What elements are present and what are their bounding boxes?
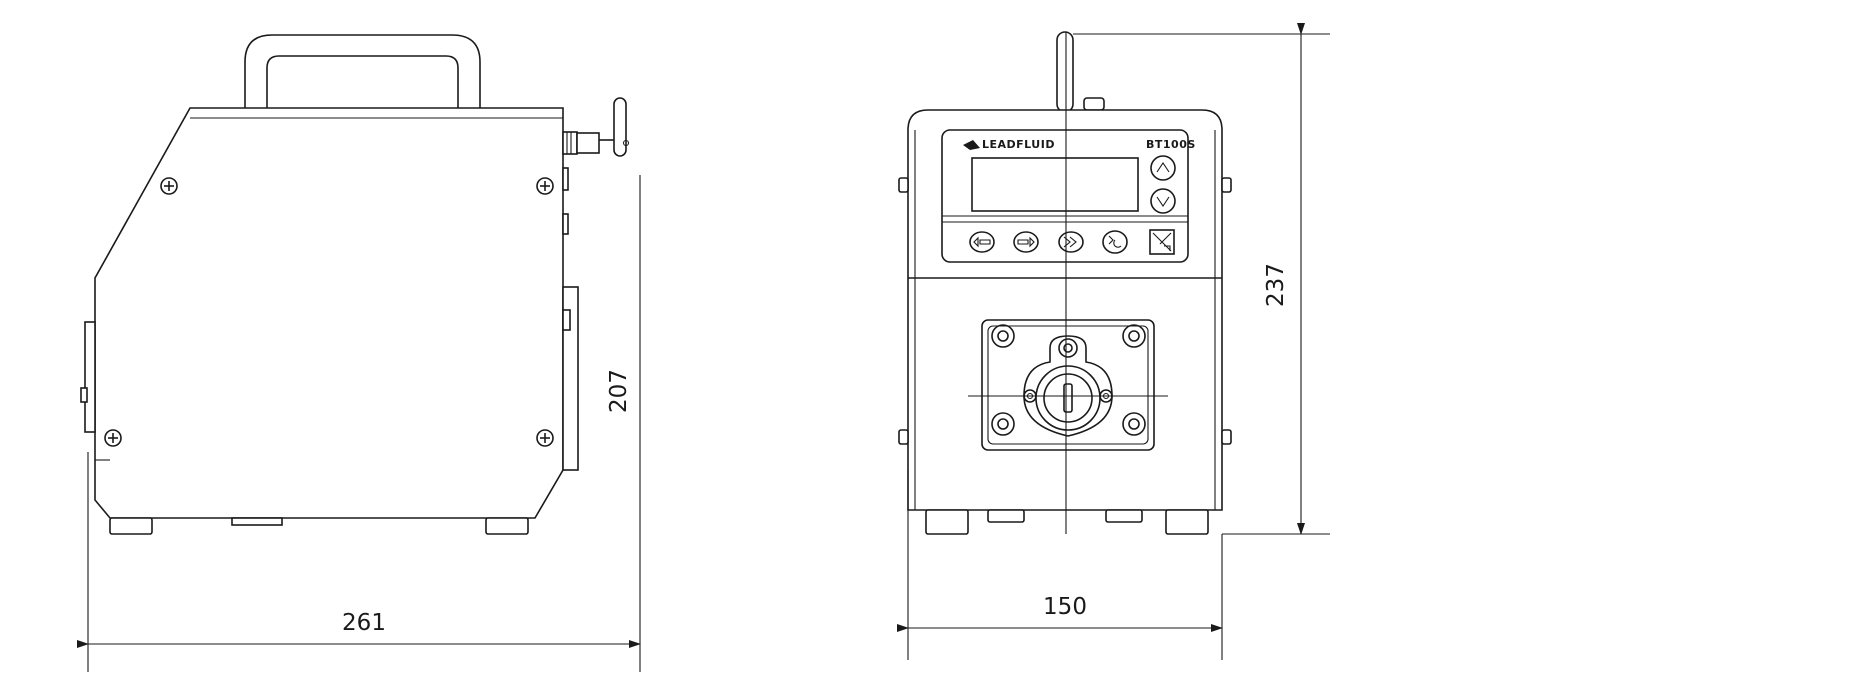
dimension-side-height: 207: [606, 369, 632, 413]
side-feet: [109, 517, 529, 535]
cw-direction-icon: [1017, 236, 1035, 248]
rear-plate: [562, 286, 579, 471]
start-stop-button[interactable]: [1102, 230, 1128, 254]
arrow-down-icon: [1156, 196, 1170, 207]
dimension-label-front-height: 237: [1263, 263, 1289, 307]
dimension-label-side-length: 261: [342, 610, 386, 636]
dimension-label-front-width: 150: [1043, 594, 1087, 620]
carry-handle: [244, 34, 481, 108]
front-feet: [925, 509, 1209, 535]
side-antenna: [562, 97, 630, 157]
prime-button[interactable]: [1149, 229, 1175, 255]
ccw-direction-icon: [973, 236, 991, 248]
pump-head: [968, 319, 1168, 451]
ccw-button[interactable]: [969, 231, 995, 253]
front-side-pins: [898, 177, 1232, 445]
dimension-side-length: 261: [77, 175, 641, 672]
arrow-up-button[interactable]: [1150, 155, 1176, 181]
control-panel: LEADFLUID BT100S: [941, 129, 1196, 263]
side-housing: [94, 107, 564, 519]
side-screws: [104, 177, 554, 447]
start-stop-icon: [1108, 235, 1122, 248]
brand-logo-icon: [963, 140, 980, 150]
cw-button[interactable]: [1013, 231, 1039, 253]
dimension-label-side-height: 207: [606, 369, 632, 413]
front-connector: [84, 321, 96, 433]
dimension-front-height: 237: [1073, 23, 1330, 535]
arrow-down-button[interactable]: [1150, 188, 1176, 214]
lcd-display: [971, 157, 1139, 212]
front-view: LEADFLUID BT100S: [897, 23, 1330, 660]
side-view: 261 207: [77, 34, 641, 672]
front-antenna: [1056, 31, 1074, 113]
arrow-up-icon: [1156, 162, 1170, 173]
model-name: BT100S: [1146, 138, 1196, 151]
brand-name: LEADFLUID: [982, 138, 1055, 151]
dimension-front-width: 150: [897, 470, 1223, 660]
prime-icon: [1152, 232, 1172, 252]
